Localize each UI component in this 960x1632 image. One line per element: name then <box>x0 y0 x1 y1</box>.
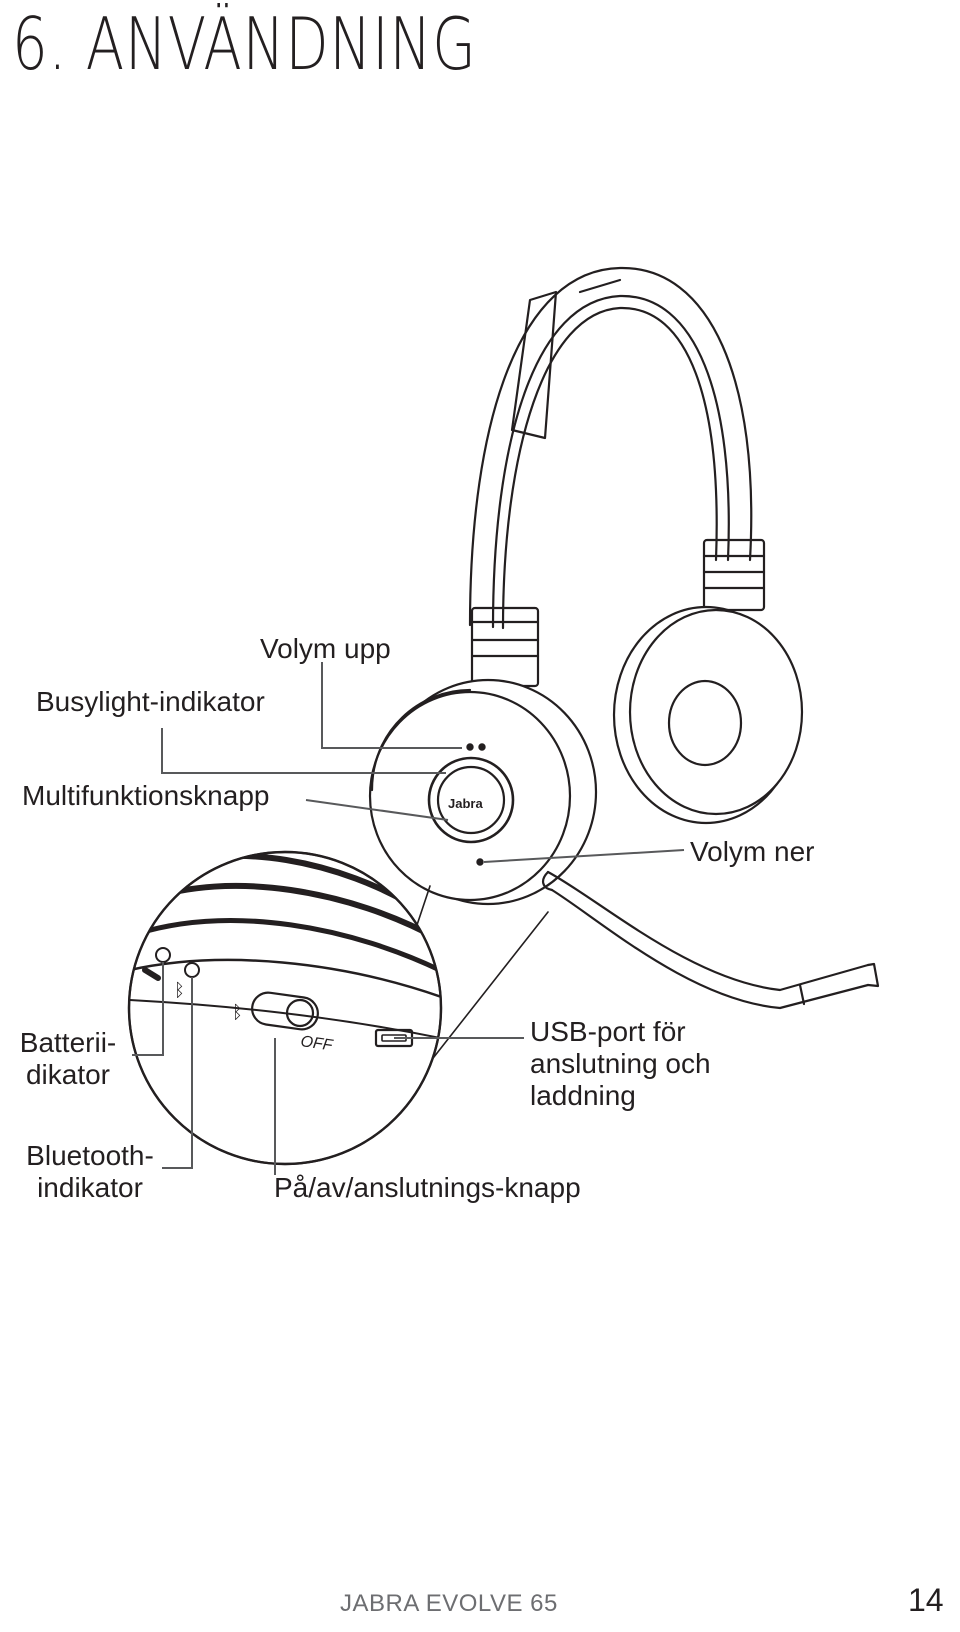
right-earcup <box>612 605 804 825</box>
bluetooth-label: Bluetooth- indikator <box>20 1140 160 1204</box>
battery-label-line1: Batterii- <box>19 1027 117 1058</box>
svg-text:ᛒ: ᛒ <box>232 1002 243 1023</box>
busylight-label: Busylight-indikator <box>36 686 265 717</box>
volume-up-callout-line <box>321 662 462 749</box>
bluetooth-label-line2: indikator <box>37 1172 143 1203</box>
boom-microphone <box>542 870 880 1010</box>
switch-off-label: OFF <box>299 1033 334 1054</box>
power-button-label: På/av/anslutnings-knapp <box>274 1172 581 1203</box>
left-earcup <box>368 678 598 906</box>
svg-text:ᛒ: ᛒ <box>174 980 185 1001</box>
bluetooth-label-line1: Bluetooth- <box>26 1140 154 1171</box>
jabra-logo: Jabra <box>448 796 483 811</box>
page-number: 14 <box>908 1582 944 1618</box>
usb-label-line1: USB-port för <box>530 1016 686 1047</box>
multifunction-label: Multifunktionsknapp <box>22 780 270 811</box>
battery-label-line2: dikator <box>25 1059 111 1090</box>
volume-up-label: Volym upp <box>260 633 391 664</box>
bluetooth-callout-line <box>162 977 193 1169</box>
battery-callout-line <box>132 962 164 1056</box>
page-title: 6. ANVÄNDNING <box>12 2 477 86</box>
busylight-callout-line <box>161 728 446 774</box>
footer-product-name: JABRA EVOLVE 65 <box>340 1590 558 1617</box>
volume-down-label: Volym ner <box>690 836 815 867</box>
usb-label: USB-port för anslutning och laddning <box>530 1016 711 1112</box>
volume-down-callout-line <box>483 849 685 863</box>
battery-label: Batterii- dikator <box>6 1027 130 1091</box>
detail-magnifier: ᛒ ᛒ <box>127 850 443 1166</box>
usb-label-line2: anslutning och <box>530 1048 711 1079</box>
usb-label-line3: laddning <box>530 1080 636 1111</box>
multifunction-callout-line <box>305 799 449 821</box>
